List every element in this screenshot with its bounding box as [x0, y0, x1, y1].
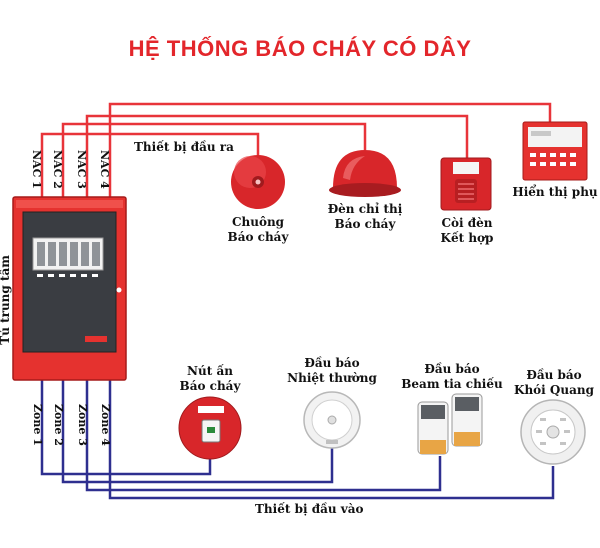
zone-label: Zone 3 [76, 404, 89, 446]
nac-label: NAC 3 [75, 150, 88, 189]
zone3-wire [85, 378, 442, 492]
heat-detector-icon [303, 391, 361, 449]
horn-strobe-icon [440, 157, 492, 211]
strobe-dome-icon [329, 150, 401, 197]
manual-call-point-icon [178, 396, 242, 460]
input-device-label: Nút ấn Báo cháy [179, 364, 241, 393]
nac-label: NAC 2 [51, 150, 64, 189]
diagram-title: HỆ THỐNG BÁO CHÁY CÓ DÂY [128, 36, 472, 61]
input-device-label: Đầu báo Beam tia chiếu [401, 362, 503, 391]
input-device-label: Đầu báo Nhiệt thường [287, 356, 377, 385]
zone-label: Zone 1 [31, 404, 44, 446]
zone1-wire [40, 378, 212, 476]
control-panel [12, 196, 127, 381]
output-device-label: Hiển thị phụ [512, 185, 598, 199]
remote-annunciator-icon [522, 121, 588, 181]
beam-detector-icon [417, 393, 483, 455]
nac4-wire [108, 102, 552, 205]
nac1-wire [40, 132, 260, 205]
output-device-label: Chuông Báo cháy [227, 215, 289, 244]
output-wires [40, 102, 552, 205]
zone-label: Zone 2 [52, 404, 65, 446]
zone4-wire [108, 378, 555, 500]
nac3-wire [85, 114, 469, 205]
nac2-wire [61, 122, 367, 205]
nac-label: NAC 4 [98, 150, 111, 189]
zone2-wire [61, 378, 334, 484]
input-device-label: Đầu báo Khói Quang [514, 368, 594, 397]
output-device-label: Còi đèn Kết hợp [440, 216, 494, 245]
output-group-label: Thiết bị đầu ra [134, 140, 234, 154]
nac-label: NAC 1 [30, 150, 43, 189]
zone-label: Zone 4 [99, 404, 112, 446]
output-device-label: Đèn chỉ thị Báo cháy [327, 202, 403, 231]
smoke-detector-icon [520, 399, 586, 465]
input-group-label: Thiết bị đầu vào [255, 502, 364, 516]
input-wires [40, 378, 555, 500]
panel-label: Tủ trung tâm [0, 255, 12, 345]
bell-icon [231, 155, 285, 209]
